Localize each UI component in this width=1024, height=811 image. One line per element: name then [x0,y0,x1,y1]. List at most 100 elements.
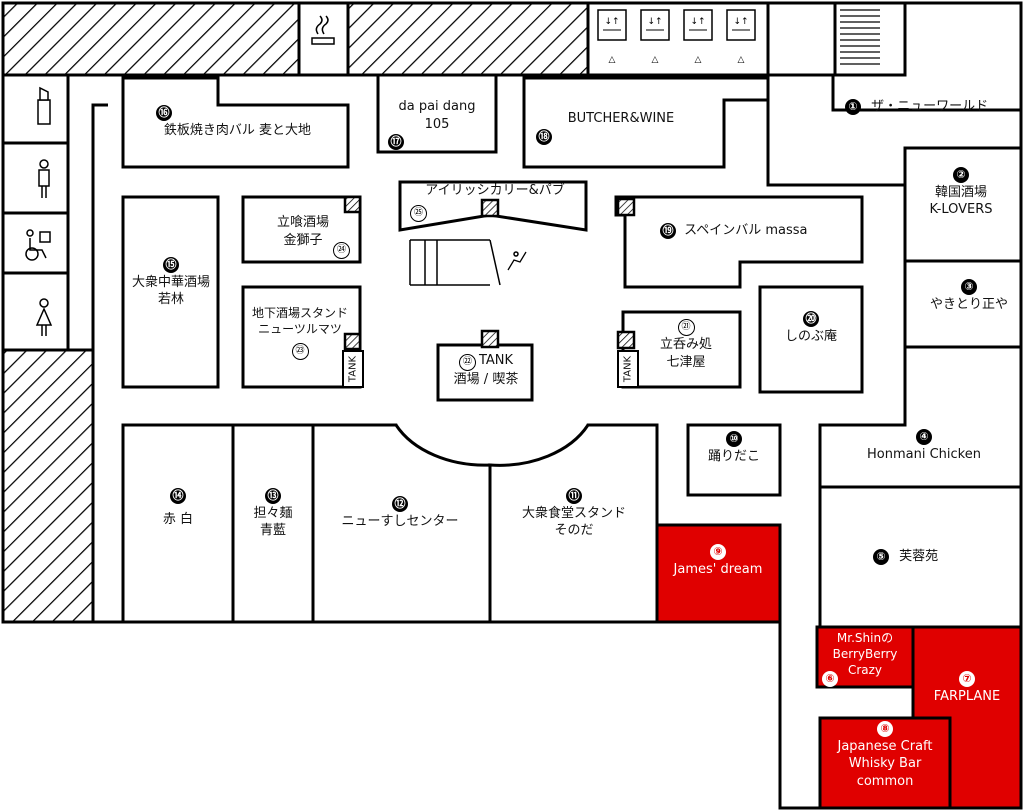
shop-24[interactable]: 立喰酒場 金獅子 [268,214,338,249]
shop-11-outline [488,423,659,624]
shop-number: ⑨ [710,544,726,560]
shop-name: James' dream [673,561,763,577]
svg-text:△: △ [695,55,702,65]
shop-name-line2: BerryBerry [832,647,898,662]
shop-8[interactable]: ⑧ Japanese Craft Whisky Bar common [826,720,944,790]
shop-18[interactable]: BUTCHER&WINE ⑱ [536,110,706,145]
shop-name: 赤 白 [162,511,194,527]
shop-number: ⑤ [873,549,889,565]
accessible-restroom [1,211,70,275]
shop-20[interactable]: ⑳ しのぶ庵 [770,310,852,345]
tank-tag-21: TANK [617,350,639,388]
stairs-top-right [833,1,907,77]
shop-name: 芙蓉苑 [899,549,939,564]
tank-marker [616,197,636,217]
shop-number: ㉓ [291,343,309,361]
shop-19[interactable]: ⑲ スペインバル massa [660,222,808,240]
tank-marker [480,198,500,218]
shop-4[interactable]: ④ Honmani Chicken [860,428,988,463]
woman-restroom-icon [35,298,53,336]
shop-24-number: ㉔ [333,240,350,259]
shop-name: ザ・ニューワールド [871,99,989,114]
shop-name: Honmani Chicken [867,446,981,462]
shop-13[interactable]: ⑬ 担々麺 青藍 [238,487,308,540]
svg-text:△: △ [738,55,745,65]
shop-23[interactable]: 地下酒場スタンド ニューツルマツ ㉓ [246,305,354,361]
shop-number: ⑪ [566,488,582,504]
shop-3[interactable]: ③ やきとり正や [920,278,1018,313]
shop-name: BUTCHER&WINE [567,111,675,126]
shop-name: やきとり正や [929,296,1008,312]
shop-20-outline [758,285,864,394]
shop-5[interactable]: ⑤ 芙蓉苑 [873,548,938,566]
shop-number: ⑬ [265,488,281,504]
svg-text:↓↑: ↓↑ [604,17,619,27]
shop-15[interactable]: ⑮ 大衆中華酒場 若林 [126,256,216,309]
shop-17[interactable]: da pai dang 105 ⑰ [388,98,486,151]
shop-number: ㉕ [410,205,427,222]
shop-name-line2: 七津屋 [666,354,706,370]
shop-1[interactable]: ① ザ・ニューワールド [845,98,988,116]
shop-9[interactable]: ⑨ James' dream [660,543,776,578]
shop-10[interactable]: ⑩ 踊りだこ [694,430,774,465]
shop-21[interactable]: ㉑ 立呑み処 七津屋 [648,317,724,371]
shop-23-outline [241,285,362,389]
shop-11[interactable]: ⑪ 大衆食堂スタンド そのだ [510,487,638,540]
shop-number: ⑱ [536,128,552,145]
shop-name: da pai dang [398,99,476,114]
shop-6-number: ⑥ [822,670,838,688]
shop-14[interactable]: ⑭ 赤 白 [140,487,216,528]
shop-name-line3: common [856,773,914,789]
shop-name-line2: そのだ [554,523,594,539]
shop-name: 大衆中華酒場 [131,274,210,290]
shop-name: TANK [478,353,514,368]
shop-2-outline [903,146,1023,263]
shop-12[interactable]: ⑫ ニューすしセンター [335,495,465,530]
shop-number: ⑦ [959,671,975,687]
tank-marker [343,195,362,214]
wheelchair-icon [25,229,51,261]
tank-marker [616,330,636,350]
shop-15-outline [121,195,220,389]
smoking-icon [311,15,335,45]
shop-number: ② [953,167,969,183]
shop-number: ⑭ [170,488,186,504]
men-restroom [1,141,70,215]
shop-5-outline [818,485,1023,629]
shop-16[interactable]: ⑯ 鉄板焼き肉バル 麦と大地 [150,104,325,139]
tank-marker [343,332,362,351]
svg-text:↓↑: ↓↑ [733,17,748,27]
shop-name-line2: 若林 [157,292,184,308]
tank-tag-23: TANK [342,350,364,388]
shop-25[interactable]: アイリッシカリー&パブ [420,182,570,200]
elevator-icon [597,9,756,41]
shop-name: スペインバル massa [684,223,808,238]
shop-6[interactable]: Mr.Shinの BerryBerry Crazy [822,630,908,679]
shop-number: ⑳ [803,311,819,327]
shop-name-line2: 105 [424,116,450,132]
shop-name: 鉄板焼き肉バル 麦と大地 [163,122,312,138]
shop-name-line3: Crazy [847,663,883,678]
shop-25-number: ㉕ [410,203,427,222]
shop-2[interactable]: ② 韓国酒場 K-LOVERS [920,166,1002,219]
shop-name: FARPLANE [933,688,1001,704]
shop-name-line2: K-LOVERS [929,202,993,218]
lipstick-icon [37,86,51,125]
women-restroom [1,271,70,352]
shop-number: ③ [961,279,977,295]
shop-3-outline [903,259,1023,349]
escalator-icon [409,239,527,286]
shop-number: ㉑ [677,319,695,336]
powder-room [1,73,70,145]
shop-name: 踊りだこ [707,448,760,464]
shop-7[interactable]: ⑦ FARPLANE [920,670,1014,705]
shop-name: Japanese Craft [837,738,933,754]
shop-number: ⑧ [877,721,893,737]
shop-name: 担々麺 [253,505,293,521]
shop-name: 韓国酒場 [934,184,987,200]
shop-name: しのぶ庵 [784,328,837,344]
shop-number: ㉒ [458,354,476,371]
hatched-area-top-left [1,1,301,77]
